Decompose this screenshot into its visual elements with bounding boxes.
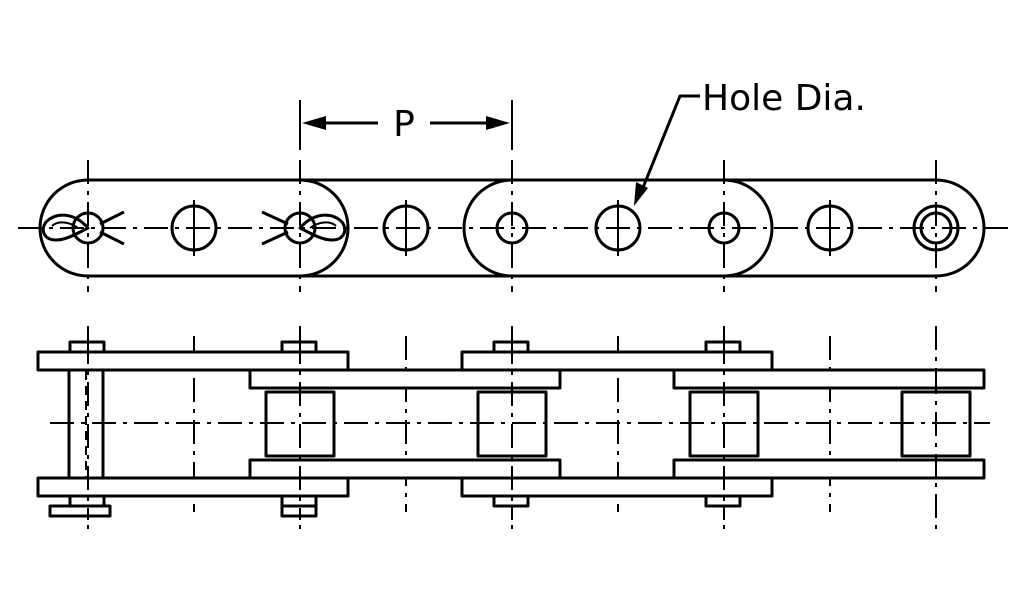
outer-plate-bottom bbox=[460, 476, 774, 498]
pin-end bbox=[495, 211, 529, 245]
pin-end bbox=[707, 211, 741, 245]
pitch-dimension: P bbox=[299, 100, 513, 150]
arrow-right-icon bbox=[486, 116, 510, 130]
side-view bbox=[36, 326, 990, 532]
pin-end bbox=[71, 211, 105, 245]
top-view bbox=[18, 160, 1010, 292]
outer-plate-top bbox=[36, 350, 350, 372]
leader-arrow-icon bbox=[634, 182, 648, 206]
pin-end bbox=[919, 211, 953, 245]
pin-end bbox=[283, 211, 317, 245]
inner-plate-bottom bbox=[672, 458, 986, 480]
inner-plate-bottom bbox=[248, 458, 562, 480]
hole-diameter-label: Hole Dia. bbox=[702, 78, 866, 119]
bushing-end bbox=[912, 204, 960, 252]
inner-plate-top bbox=[248, 368, 562, 390]
cotter-tab bbox=[48, 504, 112, 518]
hole-diameter-leader: Hole Dia. bbox=[634, 78, 866, 206]
cotter-pin-icon bbox=[41, 210, 125, 246]
outer-plate-top bbox=[460, 350, 774, 372]
cotter-pin-icon bbox=[261, 210, 347, 246]
inner-plate-top bbox=[672, 368, 986, 390]
outer-plate-bottom bbox=[36, 476, 350, 498]
inner-link-plate bbox=[724, 178, 986, 278]
pitch-label: P bbox=[393, 104, 415, 145]
arrow-left-icon bbox=[302, 116, 326, 130]
